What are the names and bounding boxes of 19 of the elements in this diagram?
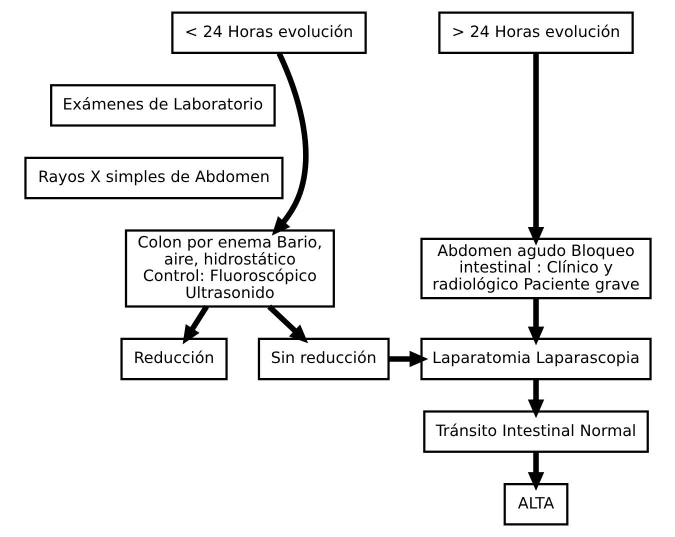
arrow xyxy=(527,53,544,246)
node-box: Rayos X simples de Abdomen xyxy=(24,156,284,200)
node-box: Laparatomia Laparascopia xyxy=(420,338,652,380)
node-box: < 24 Horas evolución xyxy=(170,12,366,54)
node-box: > 24 Horas evolución xyxy=(438,12,634,54)
node-box: Colon por enema Bario, aire, hidrostático Control: Fluoroscópico Ultrasonido xyxy=(124,229,334,308)
arrow xyxy=(527,379,544,418)
node-box: Exámenes de Laboratorio xyxy=(50,84,276,127)
node-box: ALTA xyxy=(503,483,568,526)
arrow xyxy=(182,305,208,344)
arrow xyxy=(266,304,308,344)
arrow xyxy=(527,298,544,346)
arrow xyxy=(527,452,544,491)
node-box: Sin reducción xyxy=(257,338,390,380)
arrow xyxy=(271,52,308,236)
node-box: Tránsito Intestinal Normal xyxy=(422,410,648,453)
node-box: Reducción xyxy=(120,338,228,380)
arrow xyxy=(388,350,428,368)
node-box: Abdomen agudo Bloqueo intestinal : Clínico y radiológico Paciente grave xyxy=(420,238,652,300)
